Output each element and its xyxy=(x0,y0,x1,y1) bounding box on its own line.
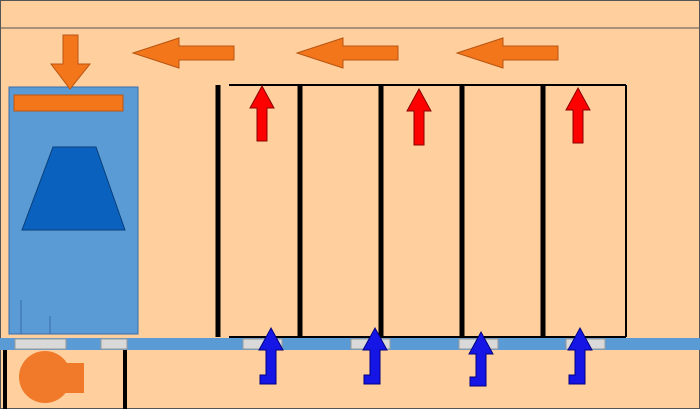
cooling-unit xyxy=(8,86,139,335)
red-arrow-up-icon xyxy=(406,87,432,146)
red-arrow-up-icon xyxy=(565,86,591,144)
red-arrow-up-icon xyxy=(249,84,275,142)
orange-arrow-left-icon xyxy=(295,37,399,69)
blue-hook-arrow-up-icon xyxy=(258,326,284,385)
blue-hook-arrow-up-icon xyxy=(567,326,593,385)
orange-arrow-down-icon xyxy=(49,34,92,90)
floor-tile xyxy=(14,338,67,350)
orange-arrow-left-icon xyxy=(455,37,559,69)
floor-tile xyxy=(100,338,128,350)
fan-icon xyxy=(19,351,84,403)
cooling-unit-intake-grille xyxy=(13,94,124,112)
raised-floor-strip xyxy=(0,338,700,350)
orange-arrow-left-icon xyxy=(131,37,235,69)
blue-hook-arrow-up-icon xyxy=(468,330,494,387)
cooling-unit-coil-trapezoid xyxy=(21,146,126,231)
blue-hook-arrow-up-icon xyxy=(362,326,388,385)
fan-housing xyxy=(19,351,71,403)
server-rack-row xyxy=(215,84,627,338)
